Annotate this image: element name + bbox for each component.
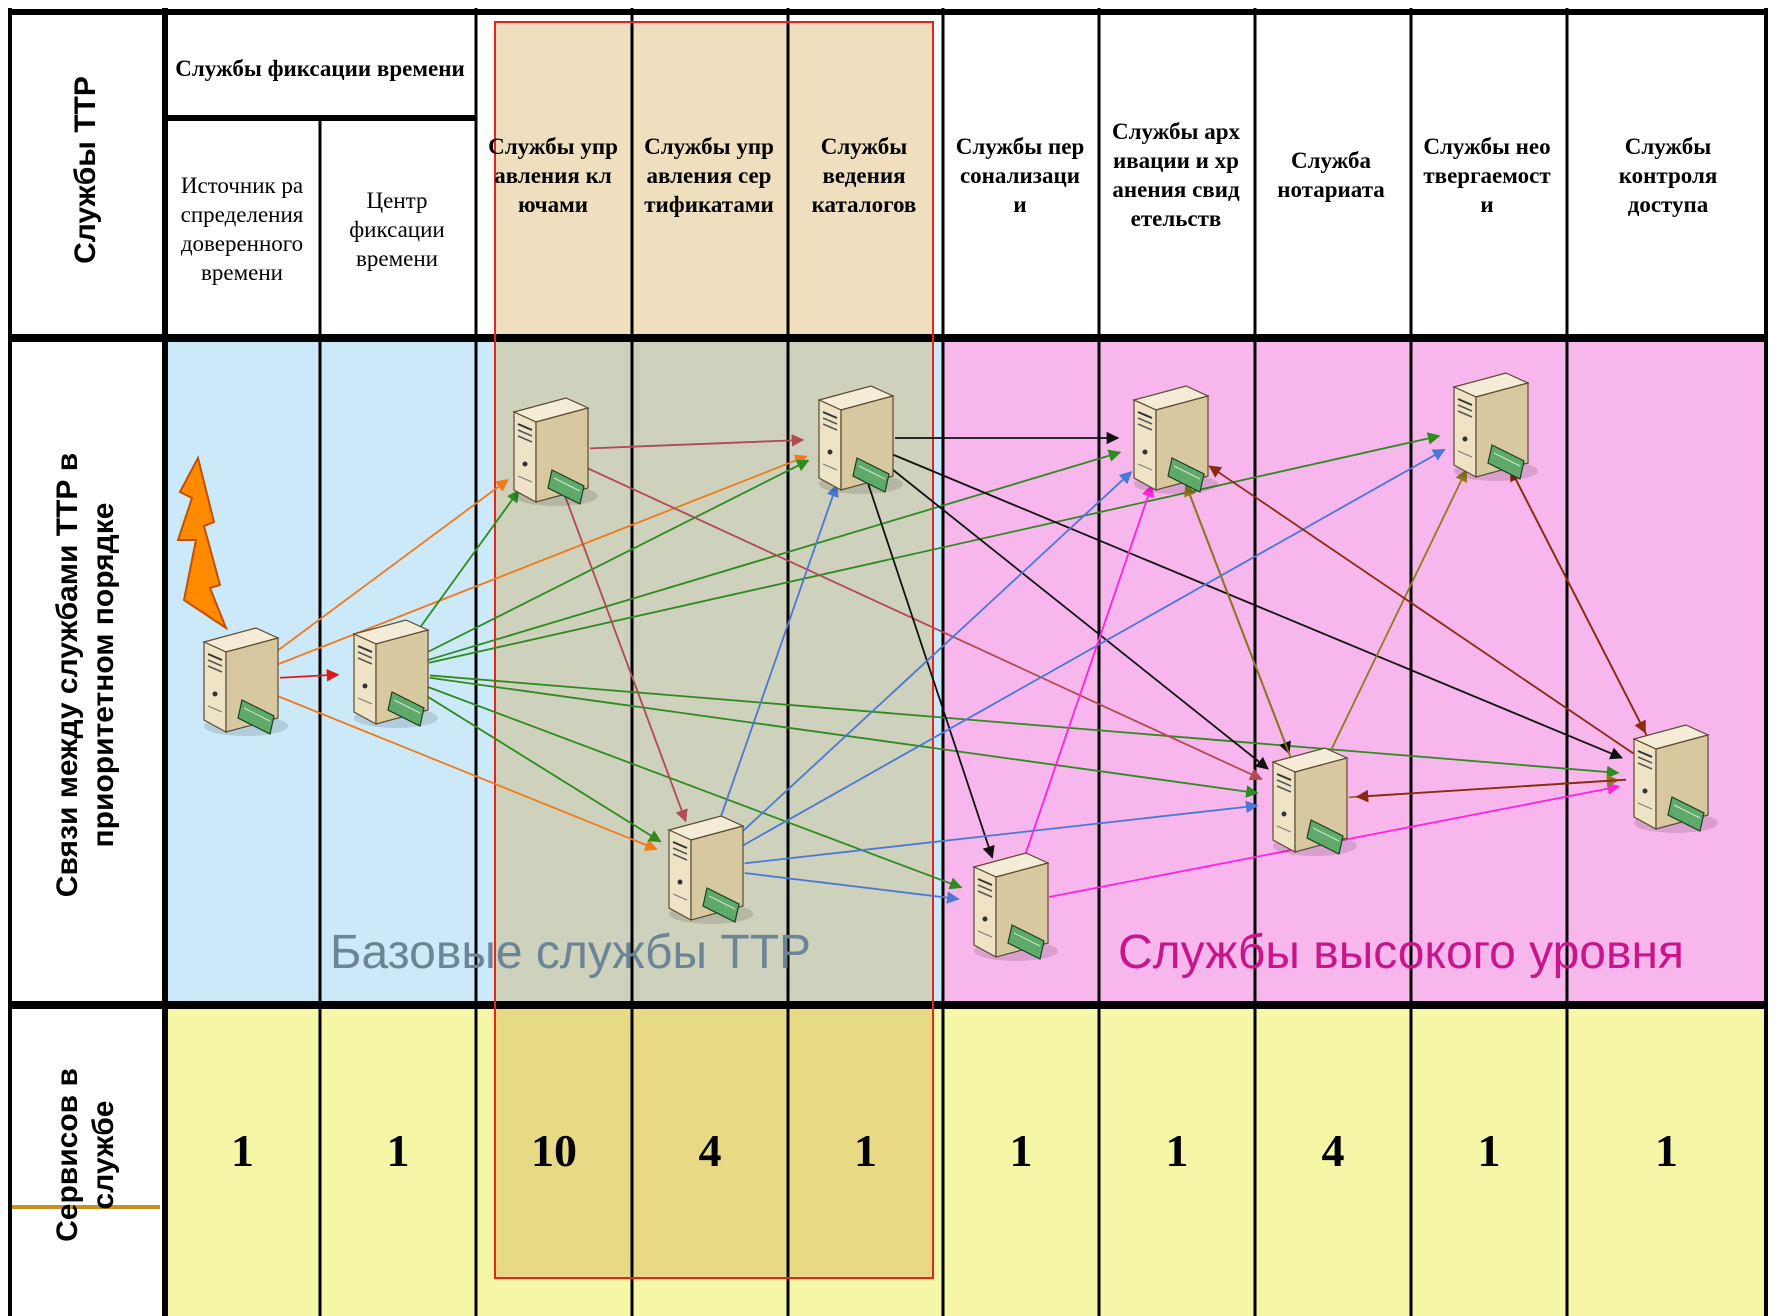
link-s9-s7	[1184, 483, 1293, 762]
count-key-management: 10	[531, 1124, 577, 1176]
count-row-background	[165, 1005, 1766, 1316]
header-access-control: Службы контроля доступа	[1618, 133, 1718, 217]
directory-server-icon	[817, 385, 903, 494]
header-directory: Службы ведения каталогов	[811, 133, 917, 217]
count-time-stamping-center: 1	[386, 1124, 410, 1176]
link-s1-s2	[279, 668, 340, 682]
link-s3-s5	[561, 489, 688, 823]
header-certificate-management: Службы управления сертификатами	[644, 133, 774, 217]
header-time-stamping-center: Центр фиксации времени	[349, 187, 445, 271]
time-group-header: Службы фиксации времени	[175, 55, 465, 81]
certificate-management-server-icon	[667, 815, 753, 924]
link-s10-s9	[1355, 778, 1627, 803]
key-management-server-icon	[512, 397, 598, 506]
count-certificate-management: 4	[698, 1124, 722, 1176]
count-notary: 4	[1321, 1124, 1345, 1176]
link-s5-s9	[744, 800, 1259, 865]
highlight-band	[495, 22, 933, 1278]
count-access-control: 1	[1655, 1124, 1678, 1176]
non-repudiation-server-icon	[1452, 372, 1538, 481]
header-personalization: Службы персонализации	[955, 133, 1085, 217]
link-s4-s10	[891, 453, 1623, 760]
link-s5-s6	[744, 872, 960, 904]
link-s6-s7	[1020, 484, 1155, 866]
link-s4-s6	[865, 477, 995, 859]
highlight-border	[494, 21, 934, 1279]
time-stamp-server-icon	[352, 619, 438, 728]
link-s3-s4	[589, 434, 805, 450]
link-s5-s7	[733, 471, 1133, 841]
link-s8-s10	[1506, 461, 1647, 734]
link-s2-s4	[425, 459, 810, 654]
high-level-services-label: Службы высокого уровня	[1118, 926, 1684, 979]
link-s1-s5	[276, 694, 658, 851]
row-label-counts: Сервисов в службе	[51, 1068, 120, 1242]
grid-lines	[8, 8, 1768, 1316]
link-s3-s9	[585, 466, 1263, 781]
link-s4-s9	[885, 463, 1269, 770]
header-non-repudiation: Службы неотвергаемости	[1423, 133, 1551, 217]
notary-server-icon	[1271, 747, 1357, 856]
personalization-server-icon	[972, 852, 1058, 961]
link-s1-s3	[271, 479, 509, 656]
archiving-server-icon	[1132, 385, 1218, 494]
link-s10-s7	[1208, 465, 1634, 755]
link-s2-s6	[426, 685, 963, 890]
count-personalization: 1	[1009, 1124, 1033, 1176]
link-s2-s8	[428, 432, 1441, 664]
header-trusted-time-source: Источник распределения доверенного време…	[180, 173, 304, 285]
access-control-server-icon	[1632, 724, 1718, 833]
count-archiving: 1	[1165, 1124, 1189, 1176]
link-s5-s4	[715, 484, 839, 829]
links-layer	[271, 431, 1650, 904]
link-s1-s4	[276, 454, 808, 666]
count-directory: 1	[854, 1124, 877, 1176]
link-s2-s5	[423, 693, 662, 843]
base-services-label: Базовые службы ТТР	[330, 926, 812, 979]
row-label-links: Связи между службами ТТР в приоритетном …	[51, 452, 120, 898]
time-source-server-icon	[202, 627, 288, 736]
header-archiving: Службы архивации и хранения свидетельств	[1111, 119, 1241, 231]
link-s2-s3	[411, 489, 520, 639]
link-s2-s9	[429, 676, 1259, 798]
high-zone-background	[943, 338, 1766, 1005]
link-s2-s7	[427, 449, 1122, 661]
link-s2-s10	[429, 674, 1620, 779]
count-trusted-time-source: 1	[231, 1124, 254, 1176]
link-s9-s8	[1324, 468, 1468, 763]
count-non-repudiation: 1	[1477, 1124, 1501, 1176]
lightning-bolt-icon	[176, 455, 229, 631]
row-label-services: Службы ТТР	[69, 76, 102, 264]
link-s5-s8	[739, 448, 1446, 849]
header-key-management: Службы управления ключами	[488, 133, 618, 217]
header-notary: Служба нотариата	[1277, 148, 1385, 202]
